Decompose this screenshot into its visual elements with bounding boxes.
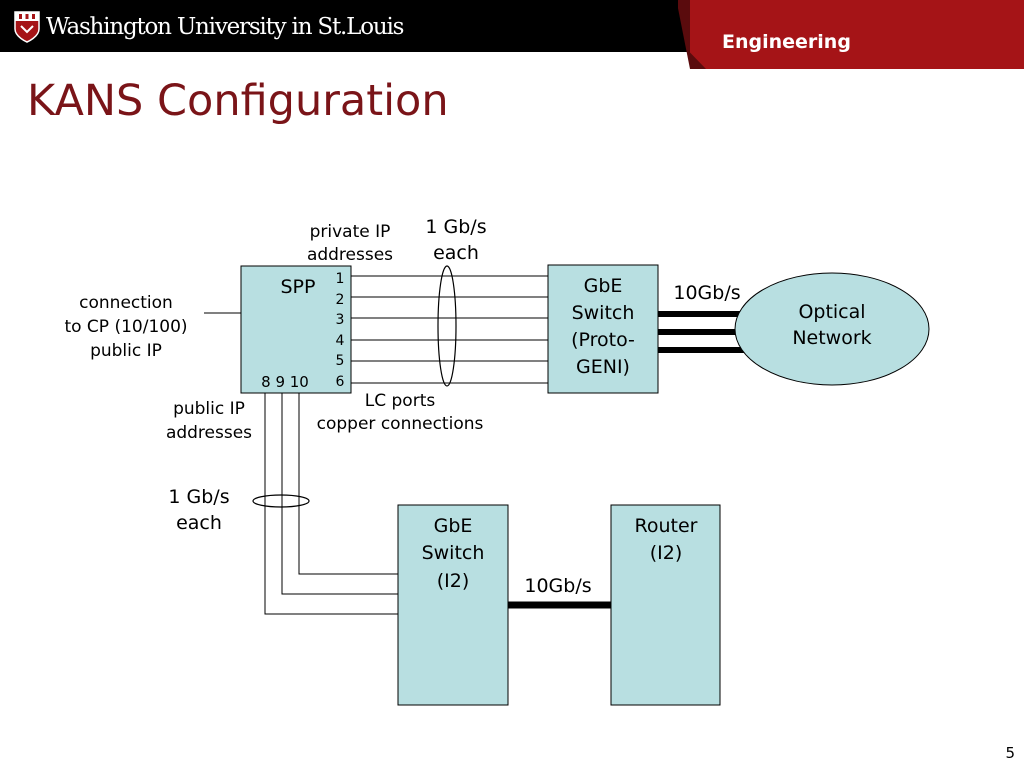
router-i2: Router (I2) (610, 504, 721, 706)
svg-text:each: each (176, 512, 222, 534)
svg-text:Network: Network (792, 327, 871, 349)
svg-text:addresses: addresses (307, 245, 393, 265)
svg-text:GENI): GENI) (576, 356, 630, 378)
svg-text:Router: Router (635, 515, 698, 537)
svg-text:public IP: public IP (90, 341, 162, 361)
rate-10g-label-bottom: 10Gb/s (524, 575, 591, 597)
gbe-switch-proto-geni: GbE Switch (Proto- GENI) (547, 264, 659, 394)
university-logo[interactable]: Washington University in St.Louis (14, 10, 404, 44)
svg-text:Switch: Switch (572, 302, 635, 324)
svg-text:1 Gb/s: 1 Gb/s (168, 486, 229, 508)
spp-label: SPP (281, 276, 316, 298)
svg-text:GbE: GbE (434, 515, 473, 537)
svg-text:copper connections: copper connections (317, 414, 484, 434)
spp-port-2: 2 (336, 292, 345, 308)
rate-10g-label-top: 10Gb/s (673, 282, 740, 304)
rate-label-top: 1 Gb/s each (425, 216, 486, 264)
spp-port-6: 6 (336, 374, 345, 390)
page-number: 5 (1005, 744, 1015, 762)
optical-network: Optical Network (734, 272, 930, 386)
shield-icon (14, 11, 40, 43)
svg-text:private IP: private IP (310, 222, 391, 242)
slide-title: KANS Configuration (27, 76, 449, 126)
spp-to-proto-switch-links (351, 275, 548, 384)
spp-port-4: 4 (336, 333, 345, 349)
svg-text:addresses: addresses (166, 423, 252, 443)
header-red-tab (690, 0, 1024, 69)
svg-text:LC ports: LC ports (365, 391, 436, 411)
svg-text:to CP (10/100): to CP (10/100) (64, 317, 187, 337)
svg-text:1 Gb/s: 1 Gb/s (425, 216, 486, 238)
lc-ports-label: LC ports copper connections (317, 391, 484, 434)
spp-port-3: 3 (336, 312, 345, 328)
public-ip-label: public IP addresses (166, 399, 252, 443)
svg-text:(I2): (I2) (650, 542, 683, 564)
cp-connection-label: connection to CP (10/100) public IP (64, 293, 187, 361)
svg-text:Switch: Switch (422, 542, 485, 564)
private-ip-label: private IP addresses (307, 222, 393, 265)
proto-switch-to-optical-links (658, 311, 745, 353)
spp-box: SPP 1 2 3 4 5 6 8 9 10 (240, 265, 352, 394)
svg-text:each: each (433, 242, 479, 264)
svg-text:(I2): (I2) (437, 570, 470, 592)
spp-port-5: 5 (336, 353, 345, 369)
rate-label-bottom: 1 Gb/s each (168, 486, 229, 534)
svg-text:(Proto-: (Proto- (571, 329, 635, 351)
link-bundle-ellipse-top (437, 265, 457, 387)
department-label: Engineering (722, 31, 851, 53)
spp-port-1: 1 (336, 271, 345, 287)
svg-text:connection: connection (79, 293, 173, 313)
svg-text:public IP: public IP (173, 399, 245, 419)
spp-to-i2-switch-links (264, 393, 398, 615)
svg-text:GbE: GbE (584, 275, 623, 297)
gbe-switch-i2: GbE Switch (I2) (397, 504, 509, 706)
svg-text:Optical: Optical (798, 301, 865, 323)
university-name: Washington University in St.Louis (46, 14, 404, 40)
spp-bottom-ports: 8 9 10 (261, 373, 309, 391)
link-bundle-ellipse-bottom (252, 494, 310, 508)
